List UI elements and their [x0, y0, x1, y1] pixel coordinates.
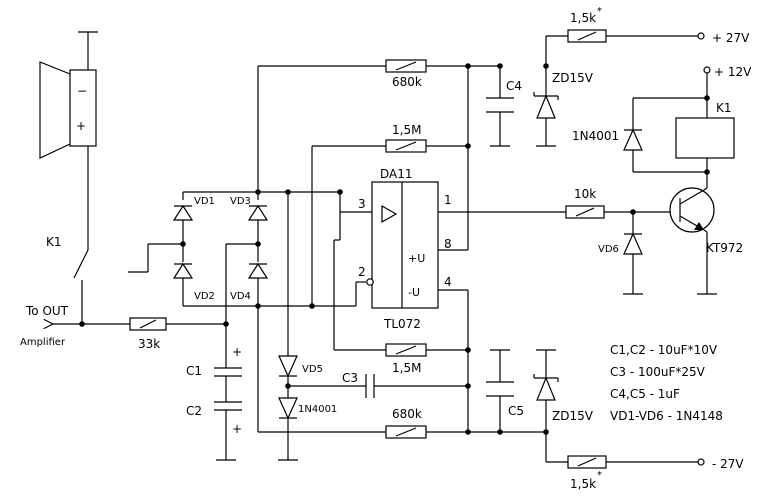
minus-27v-label: - 27V [712, 457, 744, 471]
plus-u-label: +U [408, 252, 425, 265]
vd3-label: VD3 [230, 196, 251, 207]
c1-label: C1 [186, 364, 202, 378]
note-line: C4,C5 - 1uF [610, 387, 680, 401]
speaker-plus: + [76, 119, 86, 133]
vd1-label: VD1 [194, 196, 215, 207]
r-1-5m-top-label: 1,5M [392, 123, 421, 137]
r-1-5m-bottom-label: 1,5M [392, 361, 421, 375]
r-10k-label: 10k [574, 187, 596, 201]
zd15v-bottom-label: ZD15V [552, 409, 594, 423]
pin-2-label: 2 [358, 265, 366, 279]
vd4-label: VD4 [230, 291, 251, 302]
c2-label: C2 [186, 404, 202, 418]
vd5-label: VD5 [302, 364, 323, 375]
r-1-5k-bottom-star: * [597, 470, 602, 481]
resistor-1-5k-top: 1,5k * + 27V [546, 6, 750, 45]
r-680k-bottom-label: 680k [392, 407, 422, 421]
supply-rails: C4 [467, 66, 556, 432]
1n4001-right-label: 1N4001 [572, 129, 619, 143]
opamp-da11: DA11 3 2 1 8 4 +U -U TL072 [258, 167, 566, 331]
speaker-minus: − [77, 84, 87, 98]
vd6-label: VD6 [598, 244, 619, 255]
plus-27v-label: + 27V [712, 31, 750, 45]
tl072-label: TL072 [383, 317, 421, 331]
resistor-680k-bottom: 680k [258, 407, 549, 439]
diode-bridge: VD1 VD3 VD2 VD4 [128, 189, 340, 432]
da11-label: DA11 [380, 167, 413, 181]
vd5-c3-branch: VD5 C3 1N4001 [278, 189, 471, 461]
r-1-5k-top-label: 1,5k [570, 11, 596, 25]
c2-plus: + [232, 422, 242, 436]
r-1-5k-bottom-label: 1,5k [570, 477, 596, 491]
component-notes: C1,C2 - 10uF*10V C3 - 100uF*25V C4,C5 - … [610, 343, 723, 423]
output-line: To OUT Amplifier 33k [20, 304, 229, 351]
1n4001-left-label: 1N4001 [298, 404, 337, 415]
amplifier-label: Amplifier [20, 337, 66, 348]
resistor-1-5m-top: 1,5M [311, 123, 471, 306]
k1-right-label: K1 [716, 101, 732, 115]
kt972-label: KT972 [706, 241, 743, 255]
resistor-1-5m-bottom: 1,5M [333, 212, 471, 375]
plus-12v-label: + 12V [714, 65, 752, 79]
capacitors-c1-c2: C1 C2 + + [186, 306, 242, 461]
k1-left-label: K1 [46, 235, 62, 249]
c3-label: C3 [342, 371, 358, 385]
pin-4-label: 4 [444, 275, 452, 289]
note-line: C1,C2 - 10uF*10V [610, 343, 718, 357]
transistor-stage: 10k VD6 KT972 [565, 187, 743, 295]
pin-1-label: 1 [444, 193, 452, 207]
resistor-680k-top: 680k [257, 59, 503, 192]
zener-top: ZD15V [533, 36, 594, 119]
r-33k-label: 33k [138, 337, 160, 351]
relay-contact-k1: K1 [46, 215, 89, 324]
note-line: C3 - 100uF*25V [610, 365, 706, 379]
r-1-5k-top-star: * [597, 6, 602, 17]
zd15v-top-label: ZD15V [552, 71, 594, 85]
minus-u-label: -U [408, 286, 420, 299]
pin-3-label: 3 [358, 197, 366, 211]
c5-label: C5 [508, 404, 524, 418]
note-line: VD1-VD6 - 1N4148 [610, 409, 723, 423]
c1-plus: + [232, 345, 242, 359]
r-680k-top-label: 680k [392, 75, 422, 89]
vd2-label: VD2 [194, 291, 215, 302]
relay-k1: + 12V K1 1N4001 [572, 65, 752, 188]
to-out-label: To OUT [25, 304, 69, 318]
c4-label: C4 [506, 79, 522, 93]
pin-8-label: 8 [444, 237, 452, 251]
resistor-1-5k-bottom: 1,5k * - 27V [546, 455, 744, 491]
c5-zener-bottom: C5 ZD15V [486, 349, 594, 462]
speaker: − + [39, 31, 98, 215]
